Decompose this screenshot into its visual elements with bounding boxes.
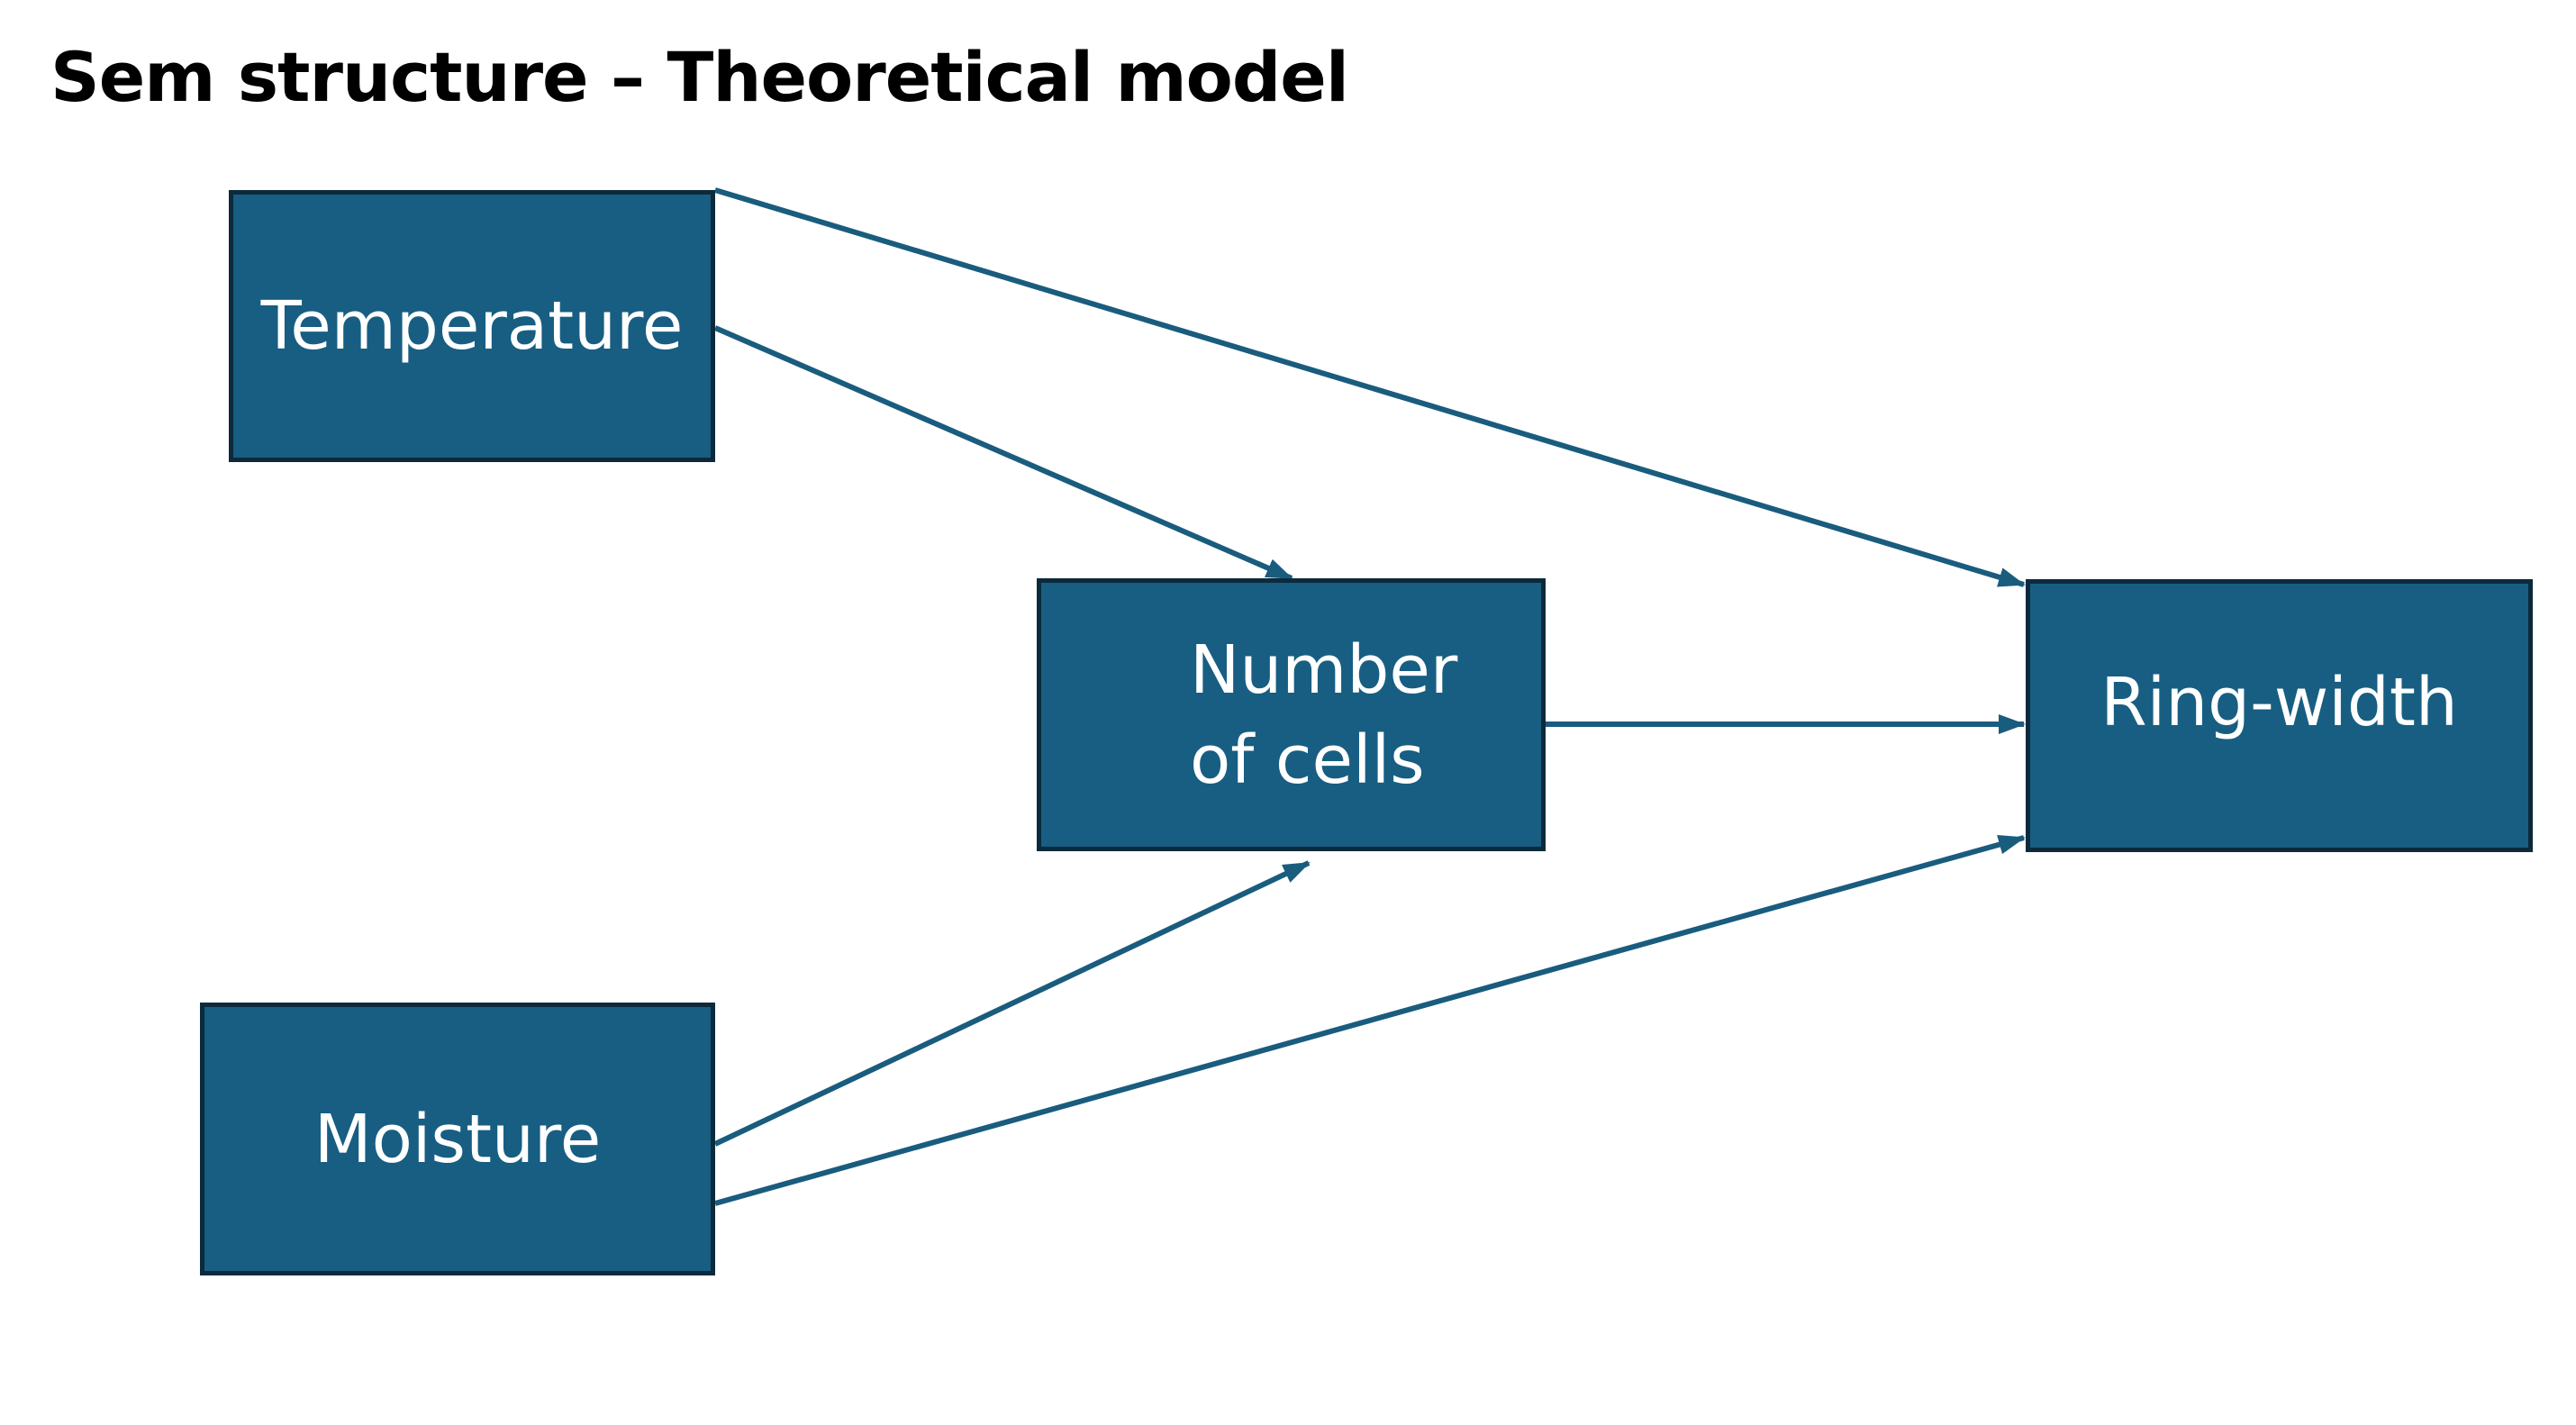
node-number-of-cells: Number of cells bbox=[1037, 578, 1546, 851]
node-moisture: Moisture bbox=[200, 1003, 715, 1275]
edge-temperature-to-ringwidth bbox=[714, 187, 2026, 587]
node-number-of-cells-label: Number of cells bbox=[1190, 631, 1458, 799]
node-ring-width-label: Ring-width bbox=[2100, 663, 2458, 741]
edge-moisture-to-cells bbox=[713, 860, 1311, 1147]
slide-title: Sem structure – Theoretical model bbox=[50, 37, 1349, 117]
edge-temperature-to-cells bbox=[713, 325, 1293, 581]
node-ring-width: Ring-width bbox=[2026, 579, 2533, 852]
node-temperature-label: Temperature bbox=[260, 287, 684, 365]
node-moisture-label: Moisture bbox=[313, 1100, 602, 1178]
node-temperature: Temperature bbox=[229, 190, 715, 462]
edge-moisture-to-ringwidth bbox=[714, 834, 2026, 1206]
